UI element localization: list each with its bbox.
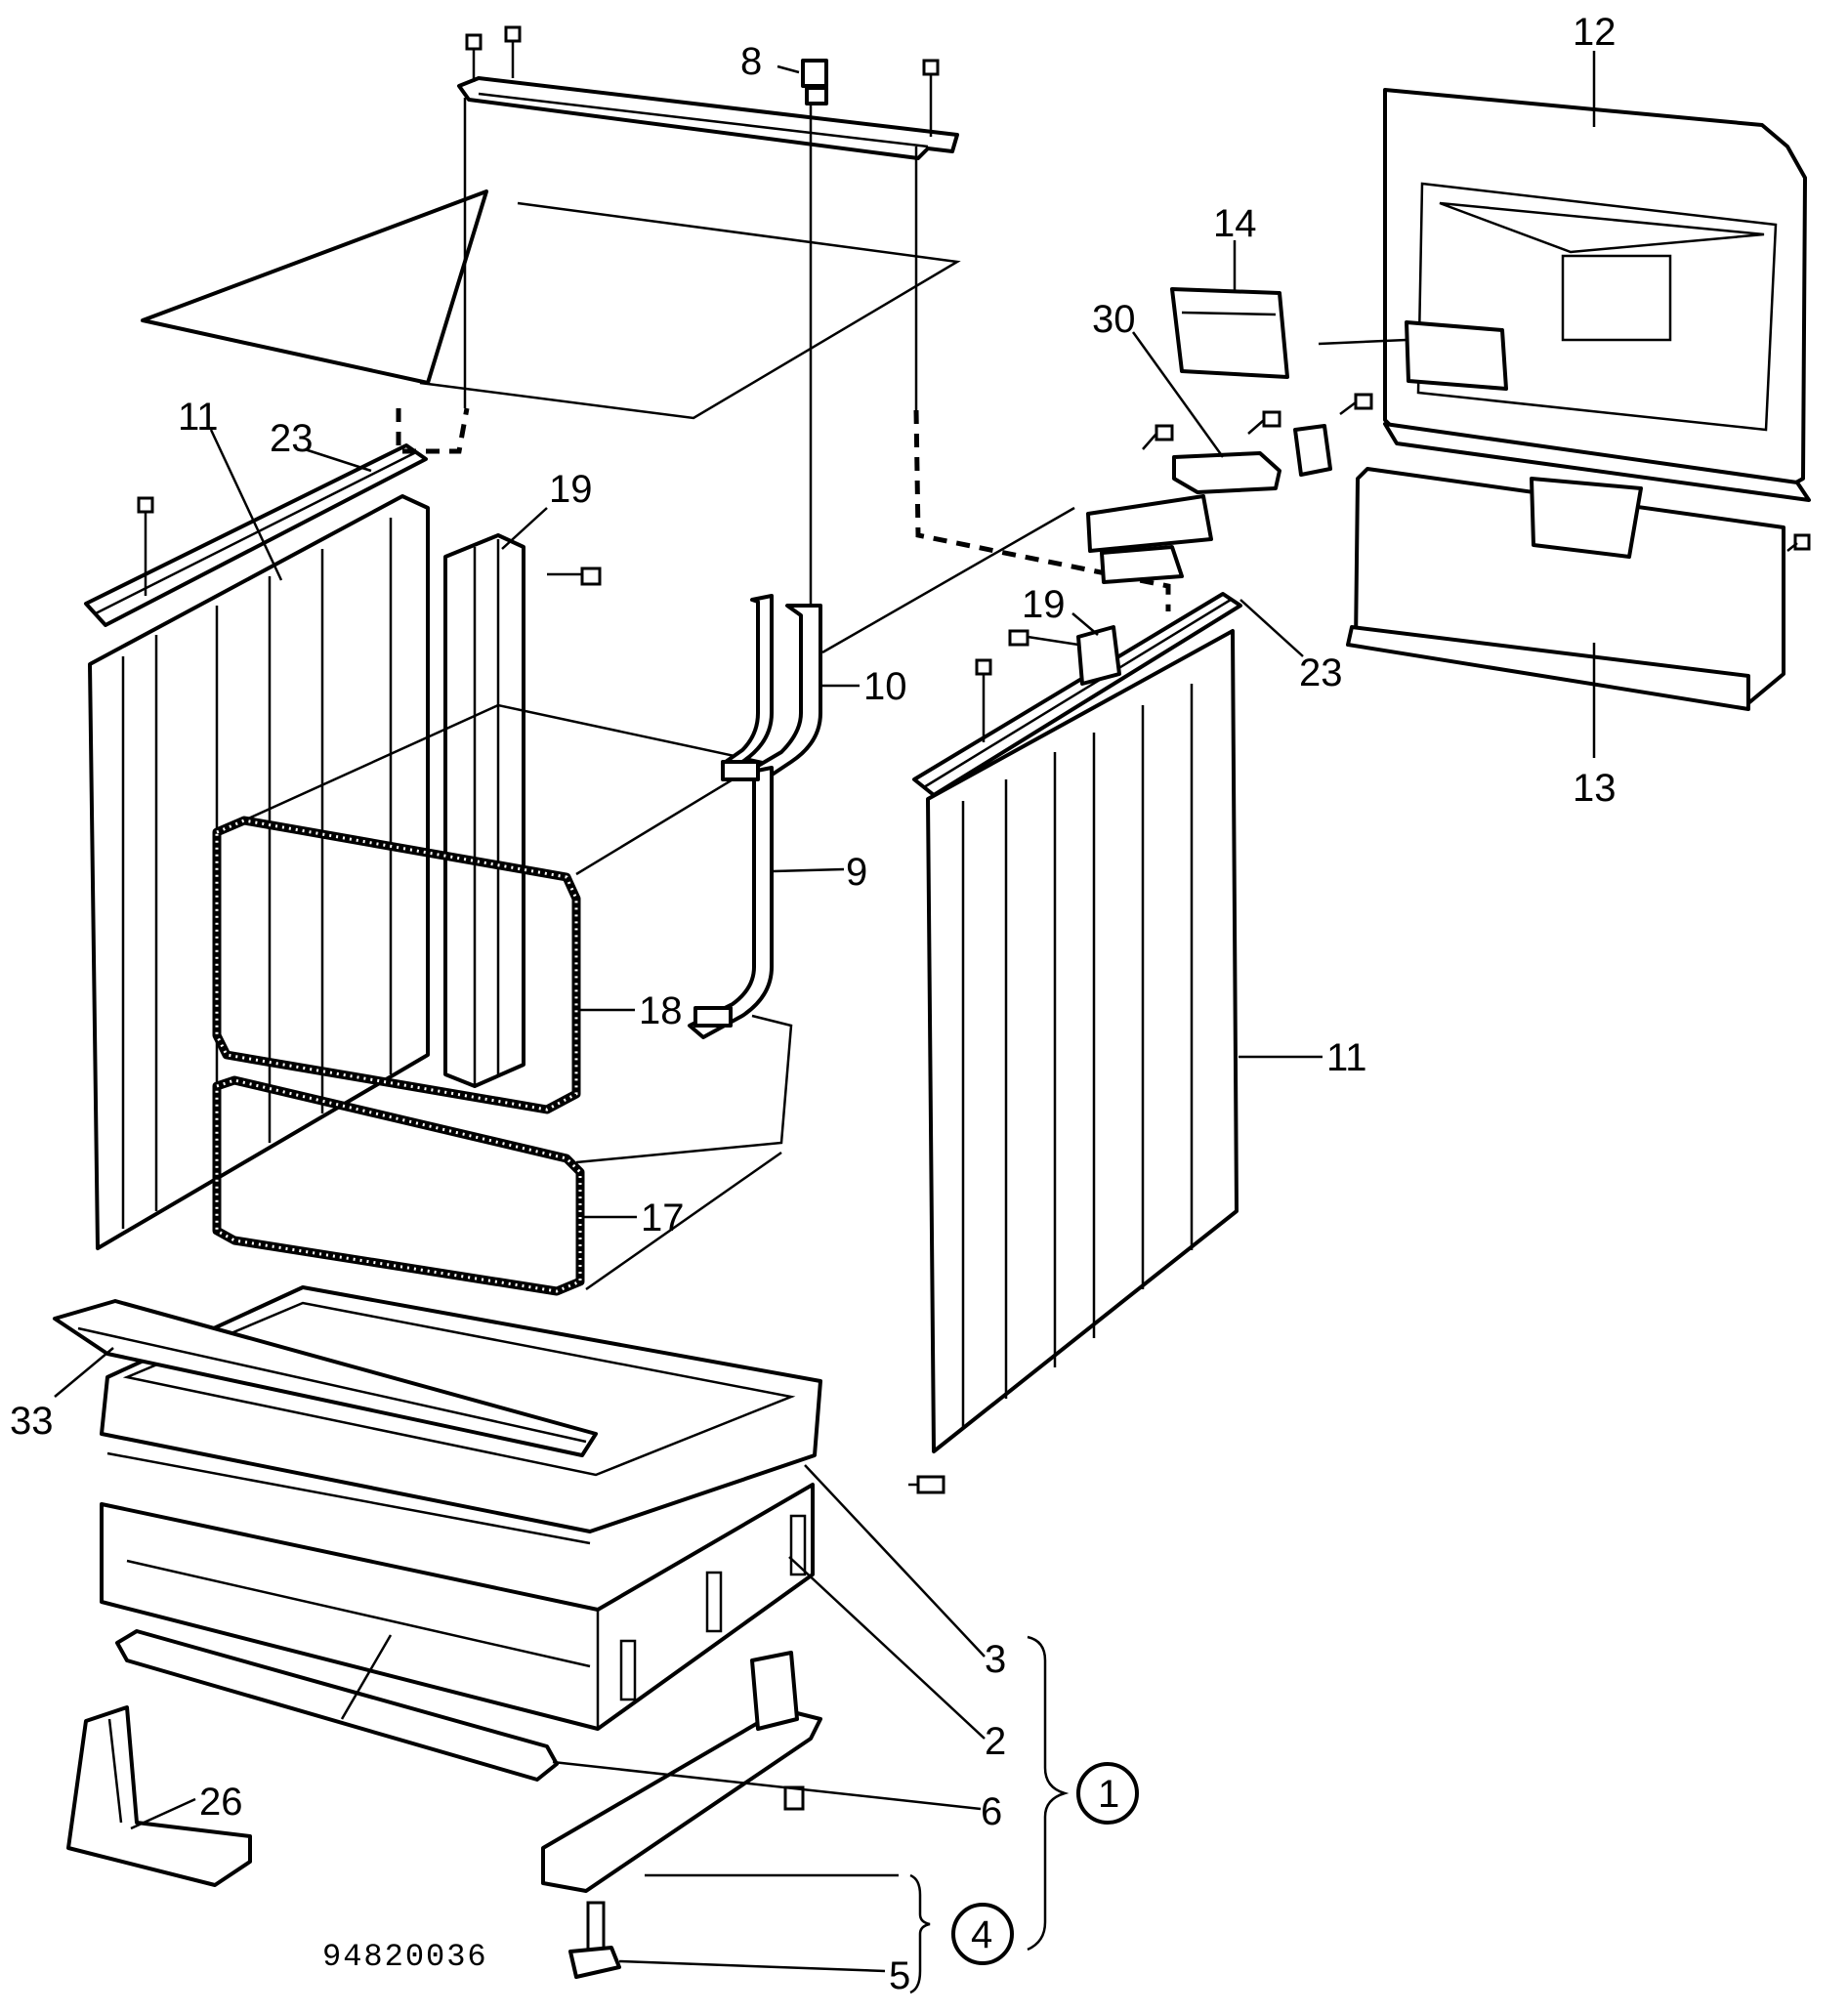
group-circle-4 xyxy=(951,1903,1014,1965)
bracket-19-right xyxy=(1008,625,1121,686)
gasket-17 xyxy=(212,1075,585,1296)
right-side-panel xyxy=(926,629,1239,1453)
screw-icon xyxy=(137,496,154,596)
callout-5: 5 xyxy=(889,1954,910,1997)
catalog-number: 94820036 xyxy=(322,1939,488,1975)
callout-11-right: 11 xyxy=(1326,1036,1367,1079)
clip-part-8 xyxy=(801,59,828,105)
foot-rail-4 xyxy=(541,1651,822,1893)
callout-26: 26 xyxy=(199,1781,243,1824)
screw-icon xyxy=(908,1475,945,1494)
right-top-rail-23 xyxy=(912,592,1242,797)
bracket-part-30 xyxy=(1086,393,1373,584)
screw-icon xyxy=(922,59,940,137)
guide-line xyxy=(821,506,1075,654)
callout-10: 10 xyxy=(863,665,907,708)
leader-lines xyxy=(54,51,1596,1973)
callout-18: 18 xyxy=(639,989,683,1032)
screw-icon xyxy=(975,658,992,742)
leveling-foot-5 xyxy=(568,1901,621,1979)
callout-group-1: 1 xyxy=(1098,1773,1119,1816)
callout-9: 9 xyxy=(846,851,867,894)
callout-13: 13 xyxy=(1573,767,1617,810)
vertical-bracket-19 xyxy=(443,533,602,1088)
callout-group-4: 4 xyxy=(971,1913,992,1956)
callout-2: 2 xyxy=(985,1720,1006,1763)
callout-30: 30 xyxy=(1092,298,1136,341)
rail-33 xyxy=(53,1299,598,1457)
inner-cabinet-box xyxy=(243,703,793,1291)
callout-19-left: 19 xyxy=(549,468,593,511)
screw-icon xyxy=(1786,533,1811,552)
screw-icon xyxy=(783,1785,805,1811)
group-brace-1 xyxy=(1027,1635,1070,1952)
lower-panel-13 xyxy=(1346,467,1811,711)
top-cover-panel xyxy=(141,189,961,420)
callout-17: 17 xyxy=(641,1196,685,1239)
base-housing-2 xyxy=(100,1483,815,1731)
back-panel-12 xyxy=(1318,88,1811,502)
callout-3: 3 xyxy=(985,1638,1006,1681)
callout-8: 8 xyxy=(740,40,762,83)
screw-icon xyxy=(1008,629,1079,647)
screw-icon xyxy=(547,567,602,586)
screw-icon xyxy=(1247,410,1281,435)
screw-icon xyxy=(1142,424,1174,450)
tube-10 xyxy=(721,594,822,783)
tube-9 xyxy=(688,760,774,1039)
callout-33: 33 xyxy=(10,1400,54,1443)
dashed-wire xyxy=(396,407,470,454)
top-rail xyxy=(457,25,959,160)
screw-icon xyxy=(504,25,522,78)
callout-6: 6 xyxy=(981,1790,1002,1833)
screw-icon xyxy=(1339,393,1373,415)
callout-19-right: 19 xyxy=(1022,583,1066,626)
strip-part-6 xyxy=(115,1629,559,1782)
callout-14: 14 xyxy=(1213,202,1257,245)
group-brace-4 xyxy=(909,1873,931,1994)
callout-23-right: 23 xyxy=(1299,651,1343,694)
bracket-part-26 xyxy=(66,1705,252,1887)
callout-11-left: 11 xyxy=(178,396,219,439)
module-part-14 xyxy=(1170,287,1289,379)
callout-23-left: 23 xyxy=(270,417,314,460)
screw-icon xyxy=(465,33,483,82)
callout-12: 12 xyxy=(1573,11,1617,54)
gasket-18 xyxy=(212,816,581,1114)
group-circle-1 xyxy=(1076,1762,1139,1825)
left-top-rail-23 xyxy=(84,443,428,627)
